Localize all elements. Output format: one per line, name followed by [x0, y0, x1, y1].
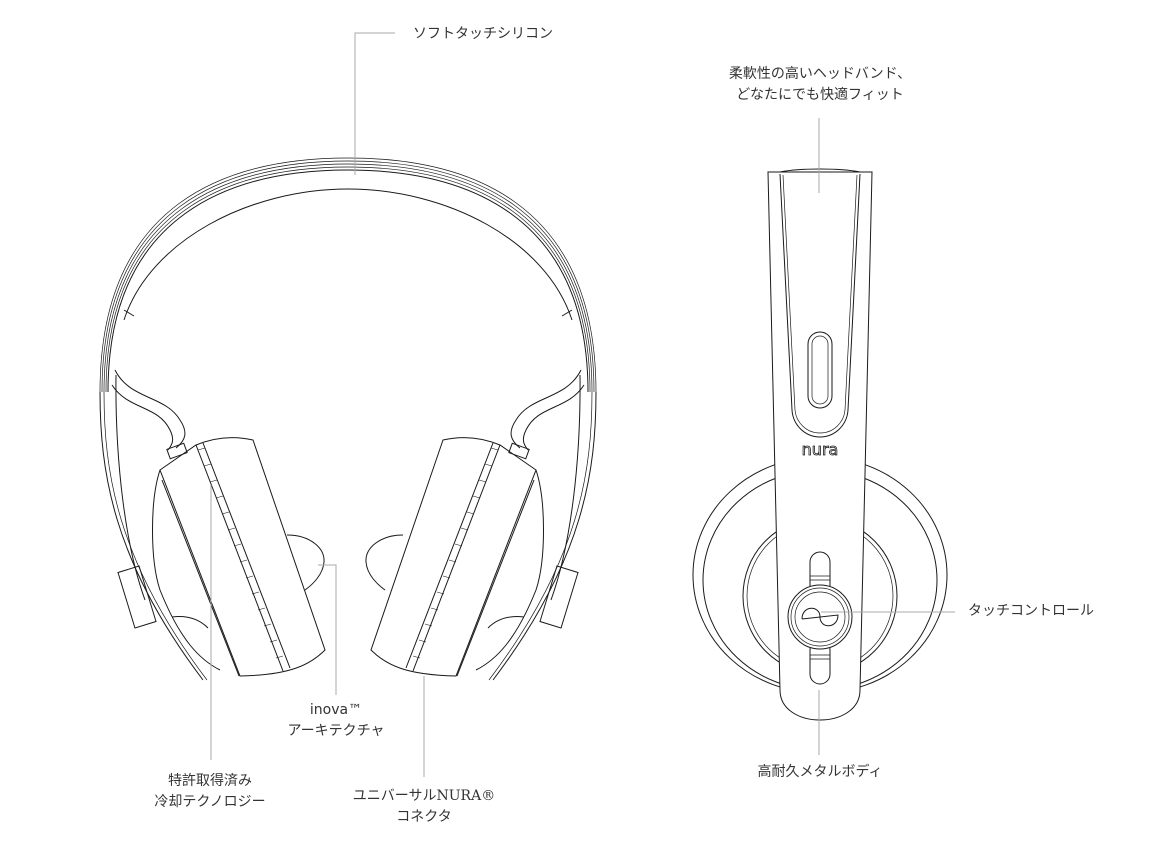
touch-wave-icon	[801, 607, 839, 627]
side-view: nura	[692, 168, 948, 721]
label-metal-body: 高耐久メタルボディ	[757, 762, 882, 783]
label-line: 特許取得済み	[167, 773, 252, 789]
label-line: コネクタ	[396, 809, 452, 825]
front-view	[99, 157, 597, 681]
headband-front	[99, 157, 597, 681]
label-cooling-technology: 特許取得済み 冷却テクノロジー	[154, 771, 265, 813]
label-line: 柔軟性の高いヘッドバンド、	[728, 66, 912, 82]
label-line: ユニバーサルNURA®	[352, 788, 496, 804]
label-line: タッチコントロール	[968, 603, 1094, 619]
right-ear-cup	[365, 437, 579, 677]
label-soft-touch-silicone: ソフトタッチシリコン	[413, 24, 553, 45]
yoke-wires	[111, 369, 585, 460]
nura-logo: nura	[802, 440, 839, 459]
label-line: inova™	[309, 702, 363, 718]
label-line: どなたにでも快適フィット	[736, 87, 904, 103]
label-line: 冷却テクノロジー	[154, 794, 266, 810]
label-line: ソフトタッチシリコン	[413, 26, 553, 42]
label-line: 高耐久メタルボディ	[757, 764, 883, 780]
left-ear-cup	[117, 437, 326, 677]
label-universal-connector: ユニバーサルNURA® コネクタ	[353, 786, 495, 828]
label-flexible-headband: 柔軟性の高いヘッドバンド、 どなたにでも快適フィット	[729, 64, 911, 106]
label-inova-architecture: inova™ アーキテクチャ	[287, 700, 384, 742]
label-line: アーキテクチャ	[287, 723, 385, 739]
leader-lines	[210, 32, 955, 777]
label-touch-control: タッチコントロール	[968, 601, 1094, 622]
